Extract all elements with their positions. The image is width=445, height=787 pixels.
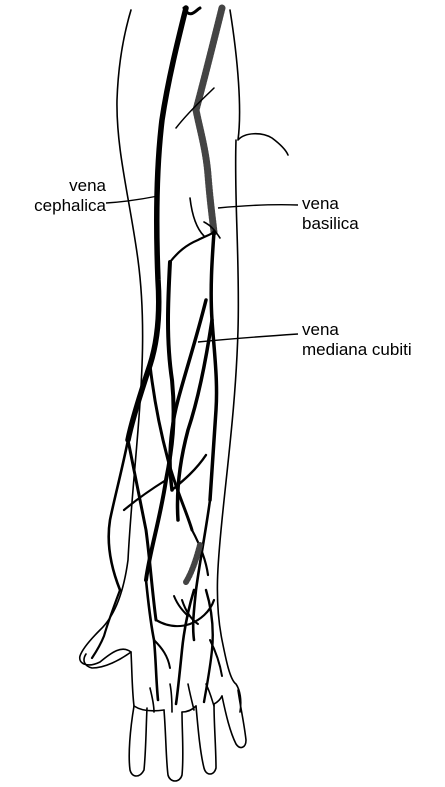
label-vena-basilica: vena basilica (302, 194, 359, 234)
cephalic-vein (128, 8, 186, 440)
basilic-vein (210, 232, 217, 500)
finger-middle (164, 710, 183, 781)
forearm-vein-e (109, 440, 128, 590)
leader-basilica (218, 205, 298, 208)
label-mediana-line1: vena (302, 320, 412, 340)
label-mediana-line2: mediana cubiti (302, 340, 412, 360)
upper-arm-left-edge (80, 10, 143, 706)
label-cephalica-line1: vena (10, 176, 106, 196)
forearm-vein-d (128, 440, 156, 620)
finger-little (222, 690, 246, 747)
median-cubital-vein (170, 232, 214, 262)
label-basilica-line2: basilica (302, 214, 359, 234)
forearm-cross-1 (172, 455, 206, 490)
label-basilica-line1: vena (302, 194, 359, 214)
finger-index (129, 706, 147, 776)
forearm-vein-b (177, 320, 212, 520)
brachial-artery-band (196, 8, 222, 232)
upper-arm-right-edge (230, 10, 288, 155)
label-cephalica-line2: cephalica (10, 196, 106, 216)
arm-outline (80, 10, 288, 781)
leader-cephalica (106, 196, 158, 203)
veins (92, 8, 222, 712)
finger-ring (196, 704, 216, 774)
label-vena-mediana-cubiti: vena mediana cubiti (302, 320, 412, 360)
forearm-right-edge (217, 140, 240, 712)
label-vena-cephalica: vena cephalica (10, 176, 106, 216)
